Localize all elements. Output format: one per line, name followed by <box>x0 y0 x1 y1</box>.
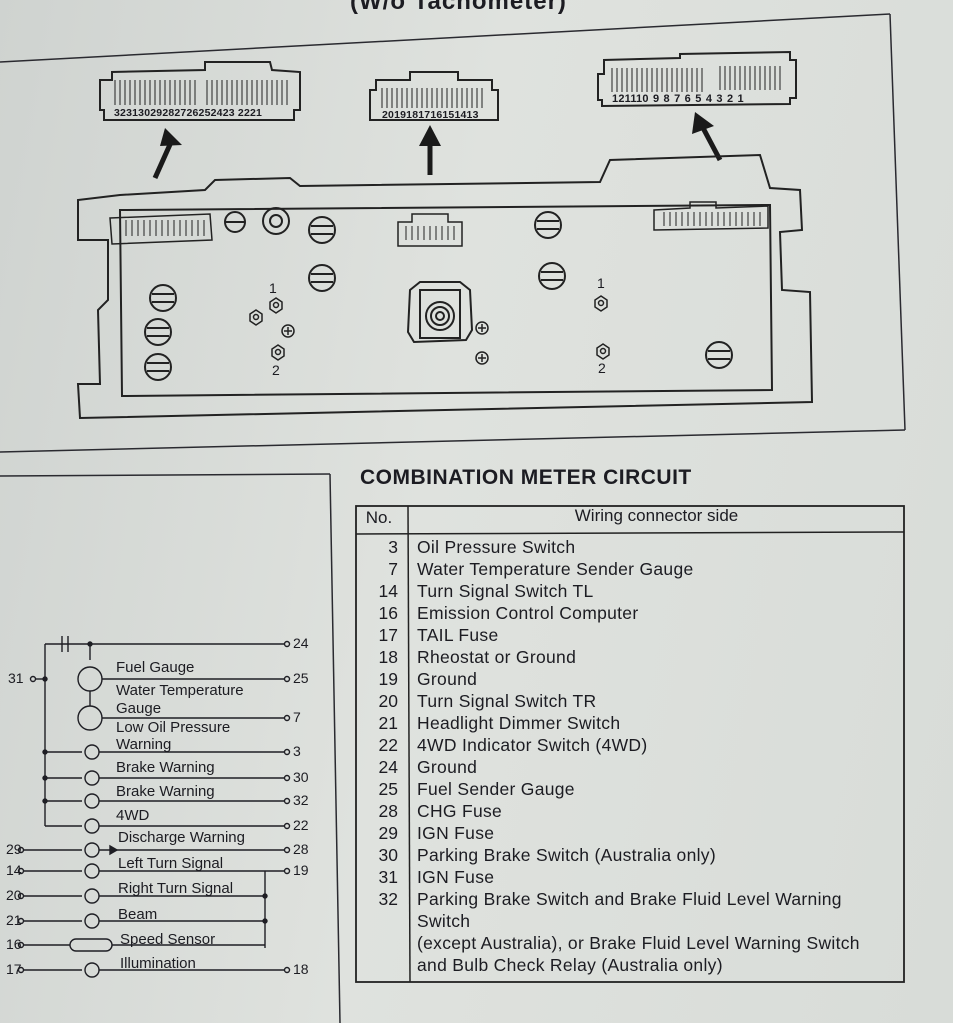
table-cell-no: 25 <box>378 779 398 799</box>
connector-left-mounted <box>109 213 213 245</box>
pin-16: 16 <box>6 936 22 952</box>
table-cell-desc: (except Australia), or Brake Fluid Level… <box>417 933 860 953</box>
pin-18: 18 <box>293 961 309 977</box>
circuit-schematic <box>17 636 291 978</box>
pin-25: 25 <box>293 670 309 686</box>
connector-middle-pin-numbers: 2019181716151413 <box>382 109 479 121</box>
label-left-turn-signal: Left Turn Signal <box>118 855 224 872</box>
circuit-panel-frame <box>0 473 341 1023</box>
callout-left-1: 1 <box>269 280 277 296</box>
table-cell-desc: Parking Brake Switch (Australia only) <box>417 845 716 865</box>
table-cell-desc: Switch <box>417 911 471 931</box>
pin-19: 19 <box>293 862 309 878</box>
callout-right-1: 1 <box>597 275 605 291</box>
arrows <box>152 112 723 180</box>
connector-right-pin-numbers: 121110 9 8 7 6 5 4 3 2 1 <box>612 93 744 105</box>
table-cell-desc: Parking Brake Switch and Brake Fluid Lev… <box>417 889 842 909</box>
pin-14: 14 <box>6 862 22 878</box>
table-cell-no: 17 <box>378 625 398 645</box>
pin-31: 31 <box>8 670 24 686</box>
table-cell-desc: Emission Control Computer <box>417 603 639 623</box>
terminals <box>249 295 610 365</box>
table-cell-no: 24 <box>378 757 398 777</box>
table-cell-no: 30 <box>378 845 398 865</box>
table-header-no: No. <box>365 508 393 527</box>
label-beam: Beam <box>118 906 158 923</box>
table-cell-desc: Ground <box>417 757 478 777</box>
table-cell-desc: TAIL Fuse <box>417 625 499 645</box>
pin-22: 22 <box>293 817 309 833</box>
pin-24: 24 <box>293 635 309 651</box>
table-cell-no: 32 <box>378 889 398 909</box>
table-cell-desc: Fuel Sender Gauge <box>417 779 575 799</box>
table-cell-desc: Ground <box>417 669 478 689</box>
table-cell-no: 28 <box>378 801 398 821</box>
connector-left-enlarged <box>99 61 301 121</box>
table-cell-no: 7 <box>388 559 398 579</box>
label-water-temperature-gauge: Gauge <box>116 700 162 717</box>
table-cell-desc: IGN Fuse <box>417 823 495 843</box>
table-lines <box>355 505 905 983</box>
pin-32: 32 <box>293 792 309 808</box>
table-cell-no: 3 <box>388 537 398 557</box>
table-cell-no: 18 <box>378 647 398 667</box>
table-cell-no: 21 <box>378 713 398 733</box>
table-cell-desc: CHG Fuse <box>417 801 503 821</box>
table-cell-no: 20 <box>378 691 398 711</box>
pin-20: 20 <box>6 887 22 903</box>
connector-table: No. Wiring connector side 3 Oil Pressure … <box>354 496 905 986</box>
section-title: COMBINATION METER CIRCUIT <box>360 466 692 489</box>
connector-middle-enlarged <box>369 71 499 121</box>
table-cell-desc: and Bulb Check Relay (Australia only) <box>417 955 723 975</box>
page-title: (W/o Tachometer) <box>350 0 567 15</box>
table-cell-desc: Turn Signal Switch TR <box>417 691 597 711</box>
label-speed-sensor: Speed Sensor <box>120 931 216 948</box>
pin-3: 3 <box>293 743 301 759</box>
speedometer-cable-socket <box>406 281 474 344</box>
table-cell-no: 29 <box>378 823 398 843</box>
bulb-sockets <box>144 207 733 381</box>
label-4wd: 4WD <box>116 807 150 824</box>
pin-17: 17 <box>6 961 22 977</box>
label-discharge-warning: Discharge Warning <box>118 829 245 846</box>
label-illumination: Illumination <box>120 955 196 972</box>
meter-housing-diagram <box>0 13 906 453</box>
pin-28: 28 <box>293 841 309 857</box>
table-cell-no: 19 <box>378 669 398 689</box>
housing-outline <box>76 153 814 420</box>
table-cell-desc: Water Temperature Sender Gauge <box>417 559 694 579</box>
label-fuel-gauge: Fuel Gauge <box>116 659 195 676</box>
table-cell-desc: 4WD Indicator Switch (4WD) <box>417 735 648 755</box>
table-cell-no: 16 <box>378 603 398 623</box>
table-header-side: Wiring connector side <box>574 506 739 525</box>
table-cell-desc: Turn Signal Switch TL <box>417 581 594 601</box>
label-low-oil-pressure: Low Oil Pressure <box>116 719 231 736</box>
callout-right-2: 2 <box>598 360 606 376</box>
pin-7: 7 <box>293 709 301 725</box>
connector-left-pin-numbers: 32313029282726252423 2221 <box>114 107 263 119</box>
label-brake-warning-2: Brake Warning <box>116 783 215 800</box>
connector-right-enlarged <box>597 50 797 108</box>
table-cell-desc: IGN Fuse <box>417 867 495 887</box>
table-cell-desc: Headlight Dimmer Switch <box>417 713 621 733</box>
label-low-oil-warning: Warning <box>116 736 172 753</box>
callout-left-2: 2 <box>272 362 280 378</box>
pin-21: 21 <box>6 912 22 928</box>
label-brake-warning-1: Brake Warning <box>116 759 215 776</box>
connector-right-mounted <box>653 201 769 231</box>
connector-middle-mounted <box>397 213 463 247</box>
pin-29: 29 <box>6 841 22 857</box>
pin-30: 30 <box>293 769 309 785</box>
table-cell-no: 31 <box>378 867 398 887</box>
table-cell-desc: Rheostat or Ground <box>417 647 577 667</box>
table-cell-desc: Oil Pressure Switch <box>417 537 576 557</box>
table-cell-no: 14 <box>378 581 398 601</box>
table-cell-no: 22 <box>378 735 398 755</box>
label-right-turn-signal: Right Turn Signal <box>118 880 234 897</box>
label-water-temperature: Water Temperature <box>116 682 244 699</box>
